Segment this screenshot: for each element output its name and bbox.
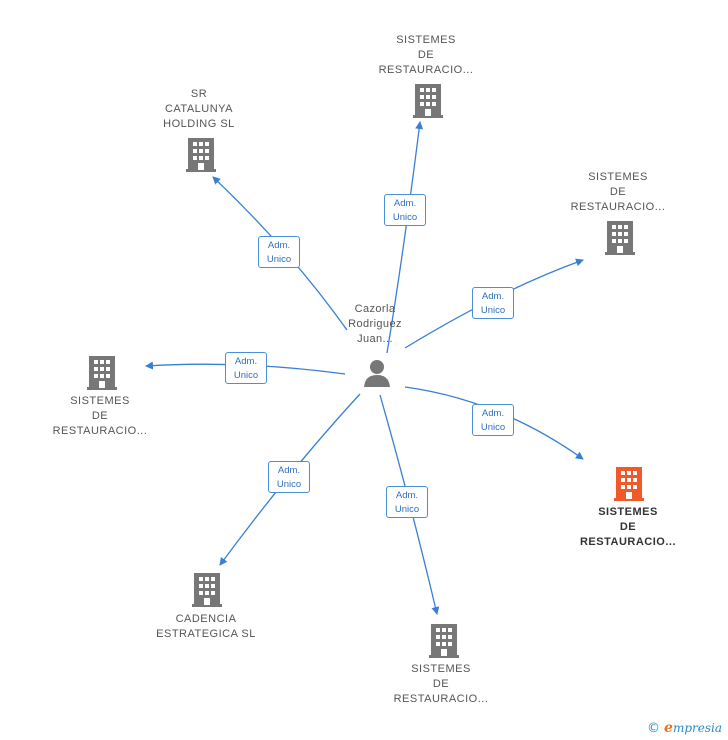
company-node-7[interactable]: SISTEMES DE RESTAURACIO... (383, 662, 499, 707)
edge-label-node-7[interactable]: Adm. Unico (386, 486, 428, 518)
company-label: SISTEMES DE RESTAURACIO... (378, 34, 474, 76)
person-icon[interactable] (362, 358, 392, 388)
building-icon[interactable] (192, 573, 222, 607)
building-icon-highlighted[interactable] (614, 467, 644, 501)
company-label: CADENCIA ESTRATEGICA SL (156, 613, 256, 640)
building-icon[interactable] (605, 221, 635, 255)
building-icon[interactable] (413, 84, 443, 118)
brand-initial: e (664, 720, 673, 736)
company-label: SISTEMES DE RESTAURACIO... (393, 663, 489, 705)
building-icon[interactable] (186, 138, 216, 172)
company-node-2[interactable]: SR CATALUNYA HOLDING SL (146, 87, 252, 132)
company-node-5[interactable]: SISTEMES DE RESTAURACIO... (566, 505, 690, 550)
edge-label-node-3[interactable]: Adm. Unico (472, 287, 514, 319)
edge-label-node-6[interactable]: Adm. Unico (268, 461, 310, 493)
company-node-4[interactable]: SISTEMES DE RESTAURACIO... (42, 394, 158, 439)
building-icon[interactable] (429, 624, 459, 658)
company-node-6[interactable]: CADENCIA ESTRATEGICA SL (146, 612, 266, 642)
copyright-symbol: © (647, 721, 661, 736)
edge-to-node-1 (386, 121, 424, 354)
building-icon[interactable] (87, 356, 117, 390)
company-node-3[interactable]: SISTEMES DE RESTAURACIO... (560, 170, 676, 215)
brand-name: mpresia (672, 721, 722, 735)
edge-label-node-4[interactable]: Adm. Unico (225, 352, 267, 384)
edge-label-node-5[interactable]: Adm. Unico (472, 404, 514, 436)
company-label: SISTEMES DE RESTAURACIO... (579, 506, 677, 548)
company-label: SISTEMES DE RESTAURACIO... (570, 171, 666, 213)
company-label: SR CATALUNYA HOLDING SL (163, 88, 235, 130)
company-label: SISTEMES DE RESTAURACIO... (52, 395, 148, 437)
center-person-name[interactable]: Cazorla Rodriguez Juan... (348, 303, 402, 345)
edge-label-node-1[interactable]: Adm. Unico (384, 194, 426, 226)
edge-label-node-2[interactable]: Adm. Unico (258, 236, 300, 268)
company-node-1[interactable]: SISTEMES DE RESTAURACIO... (368, 33, 484, 78)
empresia-logo[interactable]: ©empresia (647, 720, 722, 736)
